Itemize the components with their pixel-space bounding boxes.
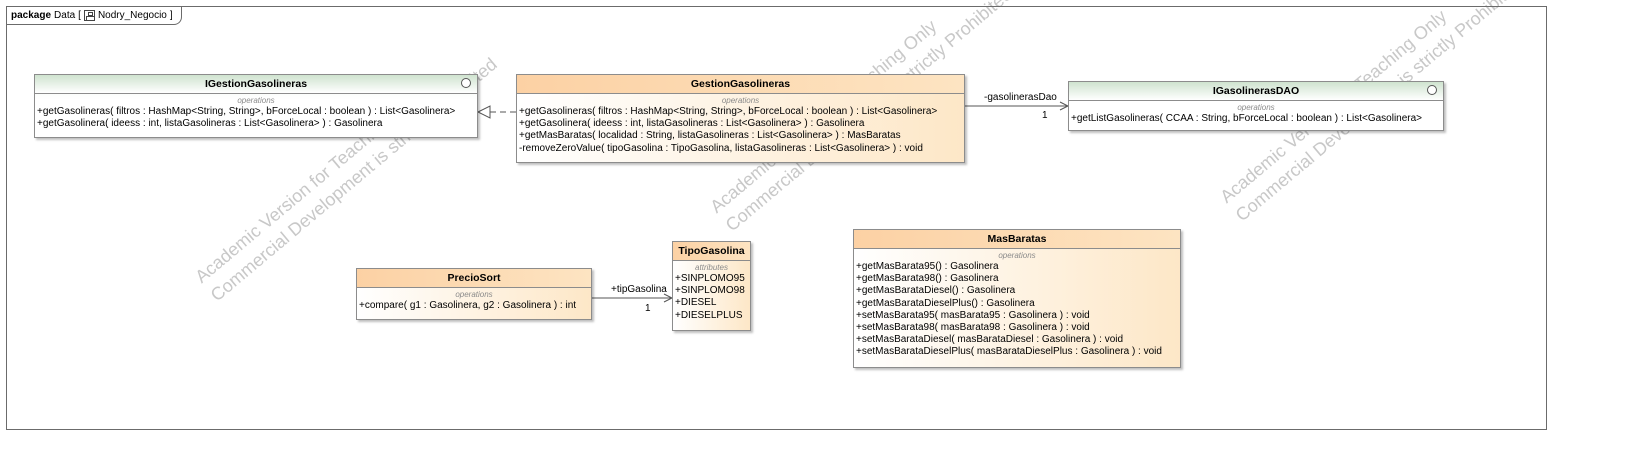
interface-icon — [1427, 85, 1437, 95]
class-name: PrecioSort — [357, 269, 591, 288]
attribute: +SINPLOMO95 — [675, 273, 745, 284]
tipo-multiplicity: 1 — [645, 303, 651, 314]
section-label: operations — [455, 290, 493, 299]
class-gestiongasolineras[interactable]: GestionGasolineras operations +getGasoli… — [516, 74, 965, 163]
attribute: +DIESELPLUS — [675, 309, 743, 321]
section-label: operations — [1237, 103, 1275, 112]
attribute: +DIESEL — [675, 297, 717, 309]
operation: +getMasBarata98() : Gasolinera — [856, 273, 999, 285]
operation: +getGasolinera( ideess : int, listaGasol… — [37, 118, 383, 130]
tipo-role-label: +tipGasolina — [611, 284, 667, 295]
operation: +getGasolinera( ideess : int, listaGasol… — [519, 118, 865, 130]
class-tipogasolina[interactable]: TipoGasolina attributes +SINPLOMO95 +SIN… — [672, 241, 751, 331]
realization-arrowhead — [476, 105, 491, 119]
diagram-icon — [83, 10, 95, 21]
operation: +getListGasolineras( CCAA : String, bFor… — [1071, 113, 1423, 124]
frame-keyword: package — [11, 10, 52, 21]
attribute: +SINPLOMO98 — [675, 285, 745, 297]
operation: +getMasBarataDieselPlus() : Gasolinera — [856, 297, 1035, 309]
package-frame: package Data [ Nodry_Negocio ] — [6, 6, 1547, 430]
section-label: operations — [721, 96, 760, 105]
diagram-name: Nodry_Negocio — [97, 10, 167, 21]
frame-title: package Data [ Nodry_Negocio ] — [7, 7, 182, 25]
operation: +setMasBarata98( masBarata98 : Gasoliner… — [856, 322, 1090, 334]
operation: +setMasBarataDiesel( masBarataDiesel : G… — [856, 334, 1124, 346]
class-masbaratas[interactable]: MasBaratas operations +getMasBarata95() … — [853, 229, 1181, 368]
class-name: TipoGasolina — [673, 242, 750, 261]
section-label: operations — [998, 251, 1036, 260]
operation: +getMasBarata95() : Gasolinera — [856, 261, 999, 272]
dao-role-label: -gasolinerasDao — [984, 92, 1057, 103]
operation: +compare( g1 : Gasolinera, g2 : Gasoline… — [359, 300, 577, 311]
operation: +getGasolineras( filtros : HashMap<Strin… — [37, 106, 456, 117]
interface-icon — [461, 78, 471, 88]
class-name: GestionGasolineras — [517, 75, 964, 94]
operation: +getGasolineras( filtros : HashMap<Strin… — [519, 106, 938, 117]
class-preciosort[interactable]: PrecioSort operations +compare( g1 : Gas… — [356, 268, 592, 320]
operation: +getMasBarataDiesel() : Gasolinera — [856, 285, 1016, 297]
dao-multiplicity: 1 — [1042, 110, 1048, 121]
class-name: IGasolinerasDAO — [1069, 82, 1443, 101]
class-name: IGestionGasolineras — [35, 75, 477, 94]
class-igasolinerasdao[interactable]: IGasolinerasDAO operations +getListGasol… — [1068, 81, 1444, 131]
class-igestiongasolineras[interactable]: IGestionGasolineras operations +getGasol… — [34, 74, 478, 138]
class-name: MasBaratas — [854, 230, 1180, 249]
operation: +setMasBarata95( masBarata95 : Gasoliner… — [856, 309, 1090, 321]
section-label: operations — [237, 96, 275, 105]
frame-name: Data — [54, 10, 76, 21]
operation: +setMasBarataDieselPlus( masBarataDiesel… — [856, 346, 1162, 358]
operation: -removeZeroValue( tipoGasolina : TipoGas… — [519, 142, 923, 154]
section-label: attributes — [695, 263, 728, 272]
operation: +getMasBaratas( localidad : String, list… — [519, 130, 901, 142]
